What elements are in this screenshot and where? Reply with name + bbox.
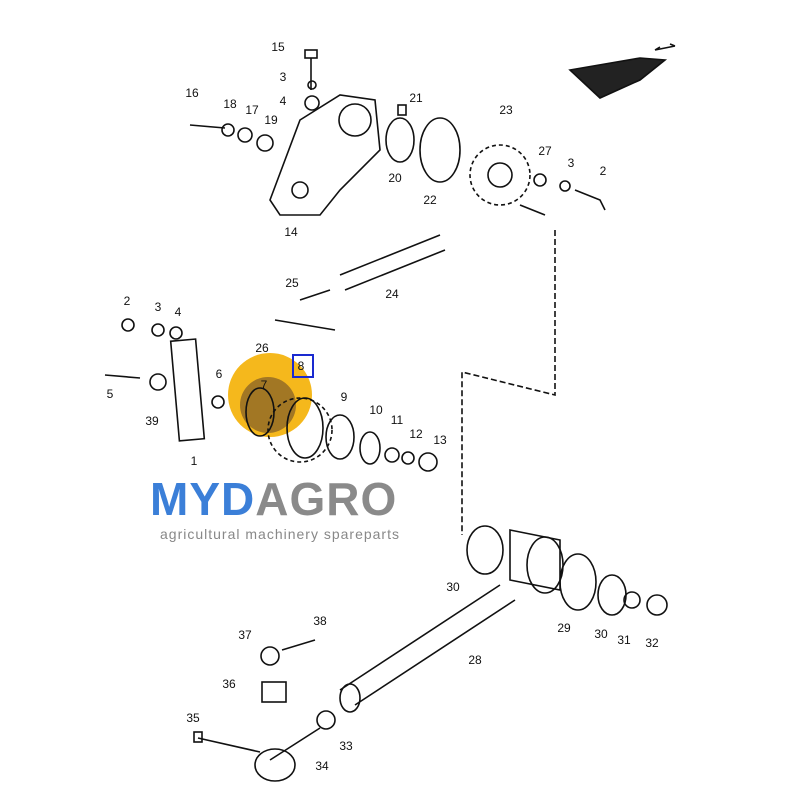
part-label[interactable]: 12 xyxy=(409,427,423,441)
part-label[interactable]: 38 xyxy=(313,614,327,628)
watermark-brand-part1: MYD xyxy=(150,473,256,525)
part-label[interactable]: 17 xyxy=(245,103,259,117)
part-label[interactable]: 3 xyxy=(567,156,575,170)
part-label[interactable]: 36 xyxy=(222,677,236,691)
direction-arrow-icon xyxy=(568,43,676,99)
part-label[interactable]: 9 xyxy=(340,390,348,404)
part-label[interactable]: 22 xyxy=(423,193,437,207)
watermark-brand-part2: AGRO xyxy=(255,473,398,525)
part-label[interactable]: 4 xyxy=(279,94,287,108)
part-label[interactable]: 30 xyxy=(594,627,608,641)
part-label[interactable]: 4 xyxy=(174,305,182,319)
lower-left-assembly xyxy=(104,318,438,472)
part-label[interactable]: 11 xyxy=(390,413,404,427)
part-label[interactable]: 26 xyxy=(255,341,269,355)
part-label[interactable]: 2 xyxy=(123,294,131,308)
part-label[interactable]: 16 xyxy=(185,86,199,100)
part-label[interactable]: 39 xyxy=(145,414,159,428)
watermark-tagline: agricultural machinery spareparts xyxy=(160,526,400,542)
part-label[interactable]: 25 xyxy=(285,276,299,290)
part-label[interactable]: 32 xyxy=(645,636,659,650)
part-label[interactable]: 3 xyxy=(154,300,162,314)
part-label[interactable]: 10 xyxy=(369,403,383,417)
upper-bracket xyxy=(189,49,606,216)
highlighted-part-box xyxy=(292,354,314,378)
part-label[interactable]: 33 xyxy=(339,739,353,753)
part-label[interactable]: 35 xyxy=(186,711,200,725)
part-label[interactable]: 5 xyxy=(106,387,114,401)
part-label[interactable]: 20 xyxy=(388,171,402,185)
chain xyxy=(274,234,446,331)
part-label[interactable]: 15 xyxy=(271,40,285,54)
part-label[interactable]: 3 xyxy=(279,70,287,84)
part-label[interactable]: 30 xyxy=(446,580,460,594)
part-label[interactable]: 2 xyxy=(599,164,607,178)
part-label[interactable]: 13 xyxy=(433,433,447,447)
part-label[interactable]: 7 xyxy=(260,378,268,392)
part-label-highlighted[interactable]: 8 xyxy=(297,359,305,373)
part-label[interactable]: 34 xyxy=(315,759,329,773)
part-label[interactable]: 27 xyxy=(538,144,552,158)
part-label[interactable]: 21 xyxy=(409,91,423,105)
connecting-rod xyxy=(193,230,668,782)
part-label[interactable]: 31 xyxy=(617,633,631,647)
part-label[interactable]: 14 xyxy=(284,225,298,239)
part-label[interactable]: 1 xyxy=(190,454,198,468)
watermark-brand: MYDAGRO xyxy=(150,474,397,524)
part-label[interactable]: 18 xyxy=(223,97,237,111)
part-label[interactable]: 23 xyxy=(499,103,513,117)
part-label[interactable]: 24 xyxy=(385,287,399,301)
part-label[interactable]: 6 xyxy=(215,367,223,381)
part-label[interactable]: 37 xyxy=(238,628,252,642)
part-label[interactable]: 19 xyxy=(264,113,278,127)
part-label[interactable]: 28 xyxy=(468,653,482,667)
part-label[interactable]: 29 xyxy=(557,621,571,635)
